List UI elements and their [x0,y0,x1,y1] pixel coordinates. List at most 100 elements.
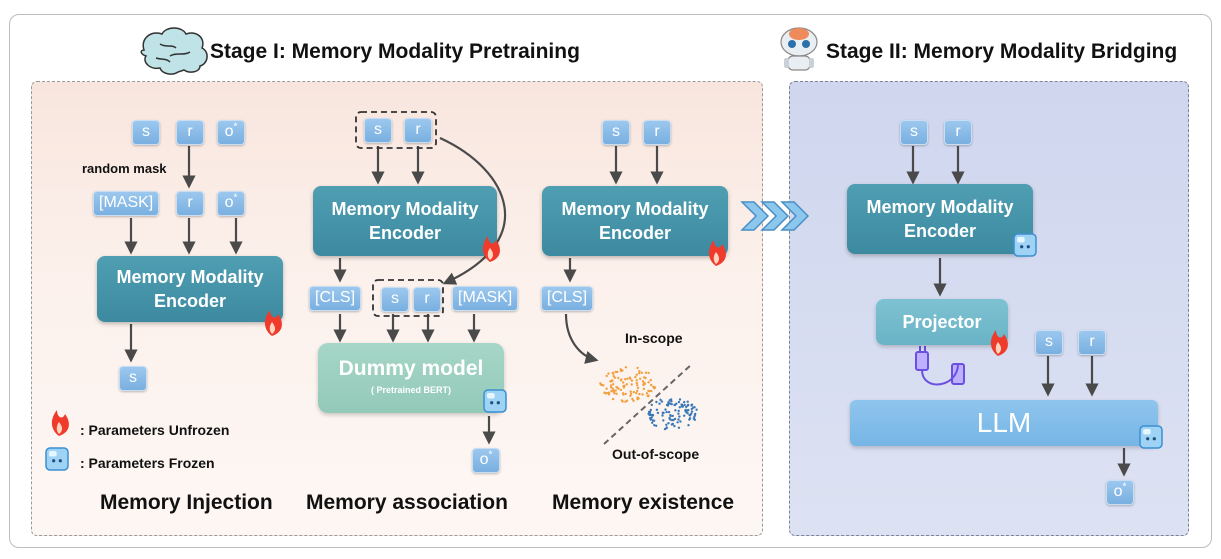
scatter-point [624,366,628,369]
scatter-point [667,410,671,414]
scatter-point [668,399,671,402]
arrow-curve-sr [439,136,507,285]
token-o: o* [217,120,245,145]
scatter-point [670,419,674,422]
token-r: r [176,120,204,145]
scatter-point [630,379,634,382]
token-r: r [1078,330,1106,355]
scatter-point [636,396,639,399]
scatter-point [624,392,627,396]
scatter-point [638,392,641,396]
scatter-point [635,373,638,376]
scatter-point [677,426,681,429]
scatter-point [636,386,640,390]
dummy-model-subtitle: ( Pretrained BERT) [370,385,451,395]
out-of-scope-label: Out-of-scope [612,446,700,462]
scatter-point [610,386,613,389]
arrow-cls-scatter [564,313,599,364]
scatter-point [644,371,648,374]
scatter-point [678,406,681,409]
legend-unfrozen-label: : Parameters Unfrozen [80,422,230,438]
projector-box: Projector [876,299,1008,345]
token-s: s [132,120,160,145]
scatter-point [614,370,617,374]
scatter-point [663,427,667,431]
token-s: s [381,287,409,312]
out-scope-points [647,398,698,431]
scatter-point [690,412,693,415]
scatter-point [626,377,629,380]
scatter-point [642,376,646,379]
scatter-point [665,410,668,414]
token-mask: [MASK] [93,191,160,216]
scatter-point [617,376,620,380]
scatter-point [612,383,615,386]
scatter-point [624,378,627,381]
scatter-point [671,422,675,426]
scatter-point [639,377,642,380]
token-s: s [1035,330,1063,355]
scatter-point [634,375,637,379]
scatter-point [629,392,633,395]
scatter-point [655,400,658,404]
scatter-point [647,371,650,375]
scatter-point [681,404,684,408]
scatter-point [611,379,614,382]
scatter-point [630,383,633,386]
token-r: r [413,287,441,312]
scatter-point [642,387,646,391]
scatter-point [614,389,617,392]
scatter-point [693,415,696,418]
scatter-point [605,374,608,378]
scatter-point [628,376,632,379]
scatter-point [638,372,641,375]
scatter-point [656,411,660,415]
scatter-point [611,371,614,374]
usb-plug-icon [915,346,965,386]
scatter-point [690,407,693,411]
scatter-point [693,406,696,409]
scatter-point [607,372,610,375]
scatter-point [662,419,665,422]
scatter-point [629,390,632,393]
scatter-point [658,402,661,405]
section-title-association: Memory association [306,491,508,514]
encoder-stage2: Memory Modality Encoder [847,184,1033,254]
scatter-point [619,368,622,371]
scatter-point [655,408,659,411]
scatter-point [641,393,644,396]
scatter-point [687,424,690,427]
scatter-point [635,391,638,395]
stage1-title: Stage I: Memory Modality Pretraining [210,40,580,63]
scatter-point [665,423,668,426]
scatter-point [636,389,639,393]
scatter-point [693,413,697,417]
scatter-point [620,378,623,381]
scatter-point [616,370,619,374]
scatter-point [670,403,673,406]
token-s: s [900,120,928,145]
in-scope-points [599,366,657,403]
scatter-point [669,414,672,417]
scatter-point [686,400,689,403]
scatter-point [632,390,636,394]
scatter-point [622,381,625,384]
section-title-existence: Memory existence [552,491,735,514]
scatter-point [619,388,623,392]
sr-group-row [372,279,444,317]
scatter-point [615,386,618,389]
scatter-point [640,371,643,374]
scatter-point [655,424,658,427]
scatter-point [692,417,696,420]
scatter-point [623,384,626,387]
scatter-point [688,413,691,417]
scatter-point [677,409,680,413]
scatter-point [615,392,618,395]
brain-icon [140,27,208,75]
scatter-point [635,379,638,382]
scatter-point [683,403,686,407]
scatter-point [651,414,655,417]
scatter-point [669,418,672,421]
